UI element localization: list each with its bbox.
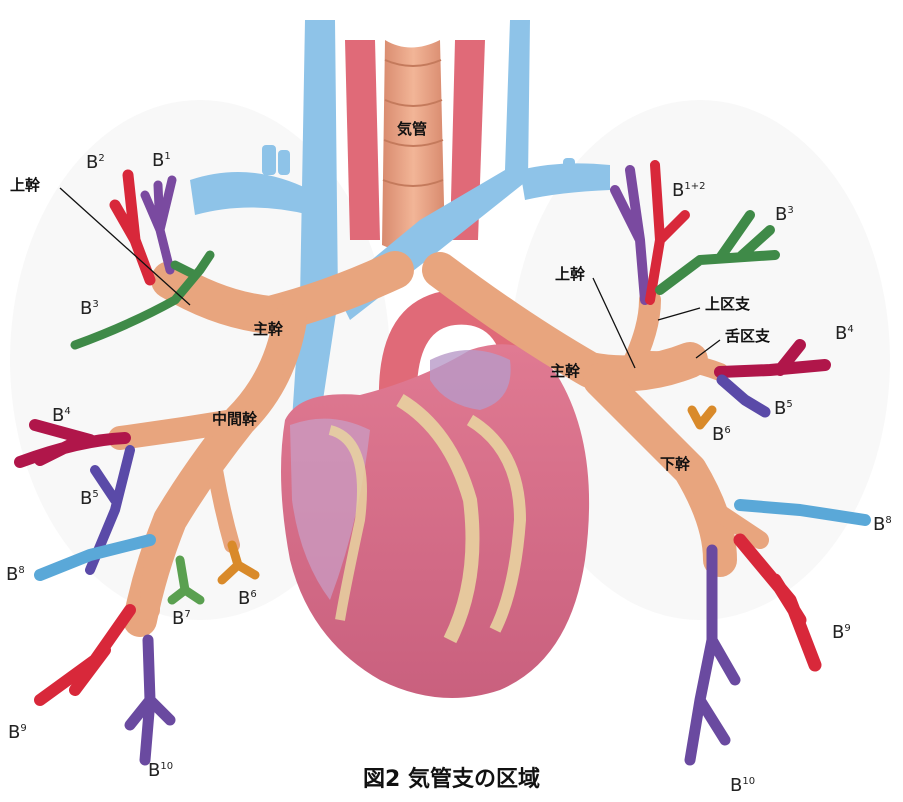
segment-label-left-b5: B5 [774,398,793,419]
label-right-upper-trunk: 上幹 [10,174,40,195]
label-trachea: 気管 [397,118,427,139]
segment-label-right-b7: B7 [172,608,191,629]
heart [281,344,589,698]
segment-label-left-b3: B3 [775,204,794,225]
label-right-intermediate-trunk: 中間幹 [212,408,257,429]
label-left-upper-trunk: 上幹 [555,263,585,284]
label-left-lower-trunk: 下幹 [660,453,690,474]
label-left-main-trunk: 主幹 [550,360,580,381]
segment-label-right-b1: B1 [152,150,171,171]
segment-label-left-b9: B9 [832,622,851,643]
segment-label-left-b1-2: B1+2 [672,180,705,201]
label-left-upper-division: 上区支 [705,293,750,314]
segment-label-right-b4: B4 [52,405,71,426]
segment-label-right-b3: B3 [80,298,99,319]
segment-label-left-b8: B8 [873,514,892,535]
segment-label-left-b6: B6 [712,424,731,445]
label-right-main-trunk: 主幹 [253,318,283,339]
figure-caption: 図2 気管支の区域 [0,761,903,793]
segment-label-right-b9: B9 [8,722,27,743]
segment-label-right-b5: B5 [80,488,99,509]
label-left-lingular-division: 舌区支 [725,325,770,346]
segment-label-left-b4: B4 [835,323,854,344]
segment-label-right-b6: B6 [238,588,257,609]
segment-label-right-b2: B2 [86,152,105,173]
segment-label-right-b8: B8 [6,564,25,585]
